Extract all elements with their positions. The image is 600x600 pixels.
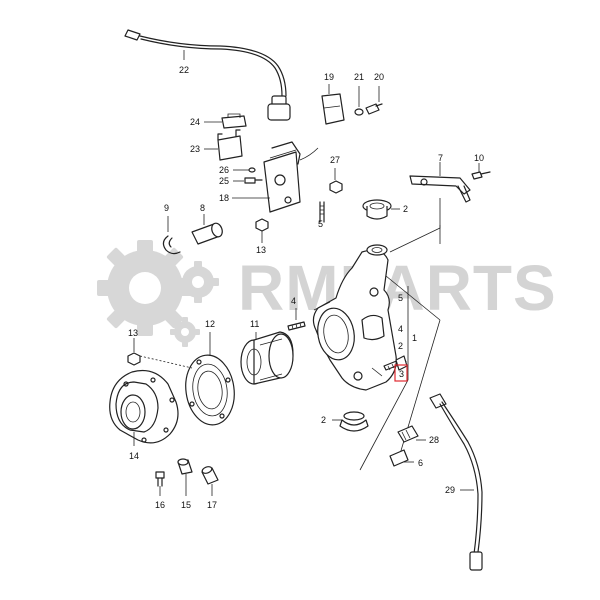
part-19-bracket-plate: 19 [321, 72, 345, 125]
callout-1: 1 [412, 333, 417, 343]
part-22-sensor-cable: 22 [124, 29, 291, 121]
part-9-clip: 9 [162, 203, 181, 255]
callout-20: 20 [374, 72, 384, 82]
part-28-sensor-sleeve: 28 [397, 425, 439, 445]
watermark-text: RMPARTS [238, 252, 557, 324]
callout-18: 18 [219, 193, 229, 203]
part-13-nut-lower: 13 [127, 328, 193, 369]
callout-5-stack: 5 [398, 293, 403, 303]
callout-11: 11 [250, 319, 259, 329]
callout-19: 19 [324, 72, 334, 82]
part-5-stud-upper: 5 [318, 201, 325, 229]
callout-2-upper: 2 [403, 204, 408, 214]
part-14-wheel-hub: 14 [109, 369, 179, 461]
part-12-backing-plate: 12 [185, 319, 235, 426]
callout-24: 24 [190, 117, 200, 127]
callout-25: 25 [219, 176, 229, 186]
callout-17: 17 [207, 500, 217, 510]
part-16-bolt: 16 [155, 471, 165, 510]
callout-26: 26 [219, 165, 229, 175]
part-21-washer: 21 [354, 72, 364, 116]
callout-7: 7 [438, 153, 443, 163]
callout-28: 28 [429, 435, 439, 445]
callout-2-stack: 2 [398, 341, 403, 351]
watermark-tiny-gear-icon [170, 317, 200, 347]
callout-4-left: 4 [291, 296, 296, 306]
watermark-gear-icon [97, 240, 193, 336]
callout-8: 8 [200, 203, 205, 213]
callout-29: 29 [445, 485, 455, 495]
callout-13-upper: 13 [256, 245, 266, 255]
watermark: RMPARTS [97, 240, 557, 347]
callout-3: 3 [399, 369, 404, 379]
part-24-clip: 24 [190, 113, 247, 129]
part-27-nut: 27 [329, 155, 343, 194]
callout-5-upper: 5 [318, 219, 323, 229]
part-7-bracket: 7 [409, 153, 471, 203]
part-23-bracket: 23 [190, 129, 243, 161]
part-29-sensor-cable: 29 [429, 393, 483, 571]
bolt-stack-group: 5 4 2 1 3 [359, 286, 441, 471]
callout-4-stack: 4 [398, 324, 403, 334]
part-2-bushing-lower: 2 [321, 411, 369, 432]
part-17-sleeve: 17 [201, 466, 219, 510]
callout-22: 22 [179, 65, 189, 75]
steering-knuckle [312, 198, 441, 391]
callout-16: 16 [155, 500, 165, 510]
callout-12: 12 [205, 319, 215, 329]
callout-13-lower: 13 [128, 328, 138, 338]
part-6-sensor: 6 [389, 449, 423, 468]
part-10-screw: 10 [471, 153, 491, 180]
part-2-bushing-upper: 2 [362, 199, 408, 220]
callout-21: 21 [354, 72, 364, 82]
callout-14: 14 [129, 451, 139, 461]
callout-23: 23 [190, 144, 200, 154]
part-15-spacer: 15 [177, 458, 193, 510]
callout-9: 9 [164, 203, 169, 213]
part-26-washer: 26 [219, 165, 256, 175]
part-4-stud-left: 4 [287, 296, 306, 331]
part-20-screw: 20 [365, 72, 384, 115]
part-18-mount-bracket: 18 [219, 141, 319, 213]
part-11-wheel-bearing: 11 [240, 319, 294, 385]
part-8-sleeve: 8 [191, 203, 223, 245]
callout-3-highlight-box [394, 364, 408, 382]
part-13-nut-upper: 13 [255, 218, 269, 255]
part-25-screw: 25 [219, 176, 263, 186]
callout-6: 6 [418, 458, 423, 468]
callout-2-lower: 2 [321, 415, 326, 425]
watermark-small-gear-icon [177, 261, 219, 303]
callout-10: 10 [474, 153, 484, 163]
callout-27: 27 [330, 155, 340, 165]
callout-15: 15 [181, 500, 191, 510]
